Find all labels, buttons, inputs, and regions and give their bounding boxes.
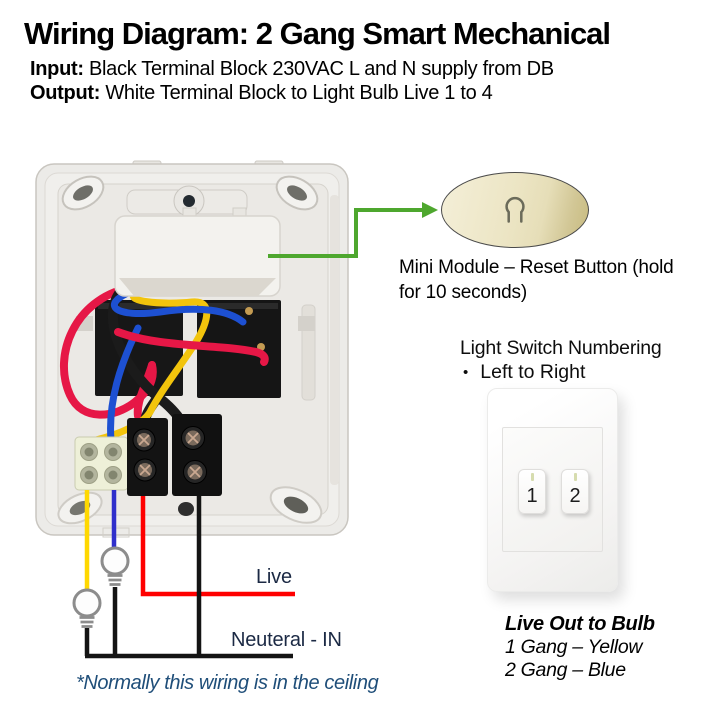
mounting-lug-top-right — [275, 175, 319, 211]
switch-button-2: 2 — [561, 469, 589, 514]
black-terminal-block — [127, 414, 222, 516]
switch-button-2-label: 2 — [569, 484, 581, 507]
live-label: Live — [256, 566, 292, 588]
white-terminal-block — [74, 436, 129, 491]
mounting-lug-bottom-right — [269, 486, 323, 524]
mini-module — [114, 207, 281, 297]
keyhole-icon — [505, 196, 525, 223]
input-text: Black Terminal Block 230VAC L and N supp… — [89, 58, 554, 80]
mounting-lug-top-left — [61, 175, 105, 211]
legend-gang1: 1 Gang – Yellow — [505, 636, 643, 658]
output-text: White Terminal Block to Light Bulb Live … — [105, 82, 493, 104]
page-title: Wiring Diagram: 2 Gang Smart Mechanical — [24, 16, 611, 51]
photo-red-wire — [114, 328, 269, 366]
legend: Live Out to Bulb 1 Gang – Yellow 2 Gang … — [505, 613, 655, 681]
reset-caption: Mini Module – Reset Button (hold for 10 … — [399, 255, 699, 305]
wall-box-photo — [35, 160, 438, 659]
rocker-indicator — [573, 473, 577, 481]
switch-button-1: 1 — [518, 469, 546, 514]
bulb-icon-2 — [100, 546, 130, 586]
legend-gang2: 2 Gang – Blue — [505, 658, 626, 681]
input-label: Input: — [30, 58, 84, 80]
mounting-boss — [126, 185, 248, 217]
neutral-label: Neuteral - IN — [231, 629, 342, 651]
reset-button-callout — [441, 172, 589, 248]
light-switch-plate: 1 2 — [487, 388, 618, 592]
wire-tangle — [59, 284, 269, 444]
output-line: Output: White Terminal Block to Light Bu… — [30, 82, 493, 105]
bulb-icon-1 — [72, 588, 102, 628]
photo-blue-wire — [111, 288, 247, 326]
switch-numbering-heading: Light Switch Numbering — [460, 337, 662, 359]
legend-title: Live Out to Bulb — [505, 613, 655, 635]
schematic-wires — [84, 490, 295, 659]
live-wire — [140, 496, 295, 597]
rocker-indicator — [530, 473, 534, 481]
reset-caption-line2: for 10 seconds) — [399, 282, 527, 303]
output-label: Output: — [30, 82, 101, 104]
reset-caption-line1: Mini Module – Reset Button (hold — [399, 257, 674, 278]
switch-button-1-label: 1 — [526, 484, 538, 507]
callout-arrow — [268, 202, 438, 258]
input-line: Input: Black Terminal Block 230VAC L and… — [30, 58, 554, 81]
neutral-bus-wire — [84, 587, 293, 659]
switch-numbering-bullet: • Left to Right — [463, 361, 585, 385]
photo-red-wire — [133, 361, 156, 420]
bullet-glyph: • — [463, 364, 469, 381]
ceiling-note: *Normally this wiring is in the ceiling — [76, 672, 379, 694]
bullet-text: Left to Right — [480, 361, 586, 383]
cable-hole — [178, 502, 194, 516]
